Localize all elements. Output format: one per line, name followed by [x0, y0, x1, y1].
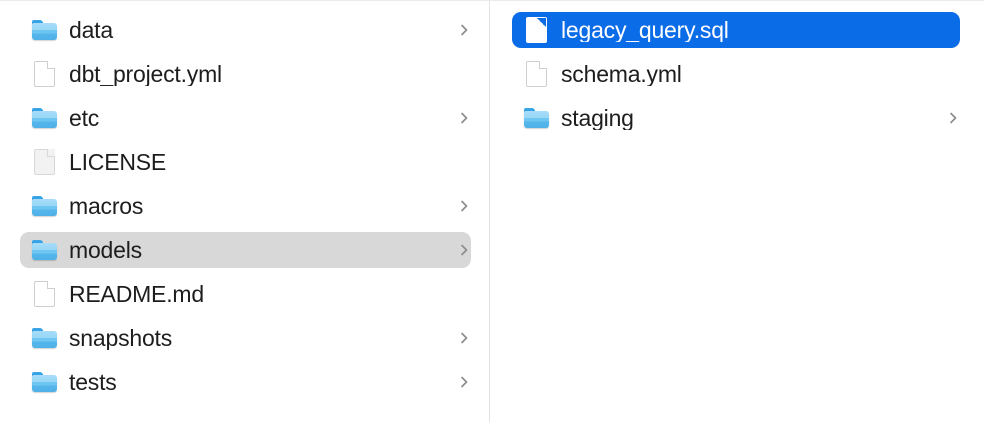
chevron-right-icon[interactable] — [457, 23, 471, 37]
folder-icon — [31, 103, 58, 133]
document-icon — [31, 59, 58, 89]
item-label: legacy_query.sql — [561, 18, 729, 42]
folder-icon — [31, 367, 58, 397]
file-column-child[interactable]: legacy_query.sql schema.yml staging — [490, 1, 984, 422]
folder-icon — [31, 191, 58, 221]
folder-row[interactable]: etc — [20, 100, 471, 136]
item-label: schema.yml — [561, 62, 682, 86]
item-label: models — [69, 238, 142, 262]
chevron-right-icon[interactable] — [457, 331, 471, 345]
folder-icon — [31, 15, 58, 45]
chevron-right-icon[interactable] — [457, 199, 471, 213]
folder-row[interactable]: snapshots — [20, 320, 471, 356]
item-label: staging — [561, 106, 634, 130]
file-row[interactable]: schema.yml — [512, 56, 960, 92]
folder-row[interactable]: staging — [512, 100, 960, 136]
folder-row[interactable]: tests — [20, 364, 471, 400]
plain-document-icon — [31, 147, 58, 177]
item-label: snapshots — [69, 326, 173, 350]
item-label: LICENSE — [69, 150, 167, 174]
file-row[interactable]: dbt_project.yml — [20, 56, 471, 92]
folder-icon — [31, 323, 58, 353]
item-label: README.md — [69, 282, 204, 306]
folder-icon — [523, 103, 550, 133]
item-label: macros — [69, 194, 144, 218]
document-icon — [523, 59, 550, 89]
chevron-right-icon[interactable] — [457, 375, 471, 389]
item-label: data — [69, 18, 113, 42]
file-row[interactable]: legacy_query.sql — [512, 12, 960, 48]
chevron-right-icon[interactable] — [946, 111, 960, 125]
chevron-right-icon[interactable] — [457, 243, 471, 257]
folder-row[interactable]: data — [20, 12, 471, 48]
item-label: dbt_project.yml — [69, 62, 222, 86]
document-icon — [31, 279, 58, 309]
file-row[interactable]: LICENSE — [20, 144, 471, 180]
folder-row[interactable]: models — [20, 232, 471, 268]
folder-icon — [31, 235, 58, 265]
item-label: tests — [69, 370, 117, 394]
chevron-right-icon[interactable] — [457, 111, 471, 125]
item-label: etc — [69, 106, 100, 130]
document-icon — [523, 15, 550, 45]
file-row[interactable]: README.md — [20, 276, 471, 312]
folder-row[interactable]: macros — [20, 188, 471, 224]
